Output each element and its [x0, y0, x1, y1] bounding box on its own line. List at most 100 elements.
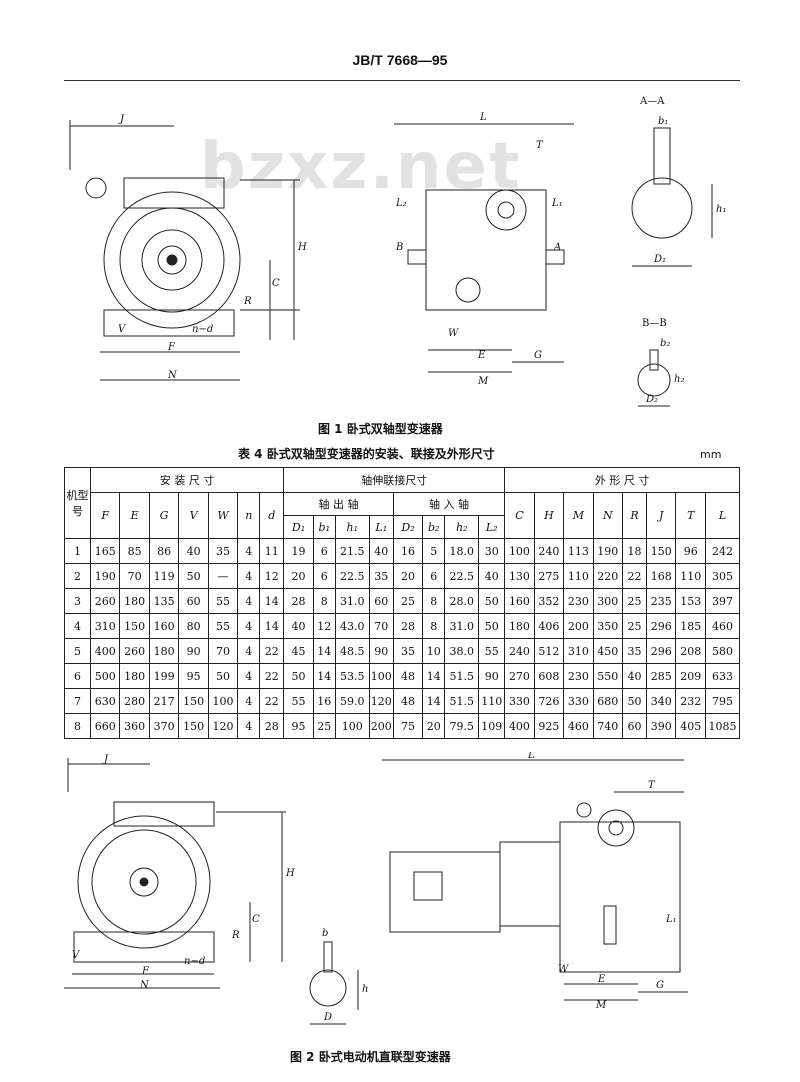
table-cell: 580 [705, 638, 740, 664]
table-cell: 50 [178, 563, 209, 589]
table-cell: 43.0 [334, 613, 370, 639]
fig1-front-view: J H C R V n−d F N [69, 114, 307, 381]
fig2-label-N: N [139, 980, 150, 991]
fig1-section-bb: B—B [642, 318, 667, 329]
th-outline: 外 形 尺 寸 [504, 467, 740, 493]
model-cell: 3 [64, 588, 91, 614]
table-cell: 180 [504, 613, 535, 639]
table-cell: 242 [705, 538, 740, 564]
table-cell: 150 [119, 613, 150, 639]
fig2-side-view: L T L₁ W E G M [382, 752, 688, 1011]
table-cell: 16 [392, 538, 424, 564]
table-cell: 190 [89, 563, 121, 589]
table-cell: 16 [312, 688, 336, 714]
document-header: JB/T 7668—95 [352, 52, 448, 68]
fig2-label-W: W [558, 964, 569, 975]
table-cell: 22.5 [444, 563, 480, 589]
table-cell: 185 [675, 613, 706, 639]
table-cell: 350 [592, 613, 624, 639]
th-J: J [646, 492, 677, 539]
table-cell: 500 [89, 663, 121, 689]
table-cell: 100 [504, 538, 535, 564]
fig1-section-views: A—A b₁ h₁ D₁ B—B b₂ h₂ D₂ [631, 96, 726, 407]
table-cell: 28 [283, 588, 314, 614]
table-cell: 165 [89, 538, 121, 564]
th-D2: D₂ [392, 515, 424, 539]
table-cell: 235 [646, 588, 677, 614]
table-cell: 232 [675, 688, 706, 714]
table-title: 表 4 卧式双轴型变速器的安装、联接及外形尺寸 [238, 447, 495, 461]
model-cell: 6 [64, 663, 91, 689]
fig1-side-view: L T L₂ L₁ B A W E G M [394, 112, 574, 387]
table-cell: 406 [533, 613, 565, 639]
header-rule [64, 80, 740, 81]
fig1-label-V: V [118, 324, 127, 335]
th-install: 安 装 尺 寸 [89, 467, 285, 493]
table-cell: 60 [178, 588, 209, 614]
fig1-caption: 图 1 卧式双轴型变速器 [318, 422, 443, 436]
th-L2: L₂ [478, 515, 506, 539]
table-cell: 60 [368, 588, 394, 614]
table-cell: 22 [259, 663, 285, 689]
th-V: V [178, 492, 209, 539]
table-cell: 726 [533, 688, 565, 714]
table-cell: 8 [422, 588, 446, 614]
table-cell: 90 [178, 638, 209, 664]
table-cell: 51.5 [444, 688, 480, 714]
th-out-shaft: 轴 出 轴 [283, 492, 394, 516]
table-cell: 180 [148, 638, 180, 664]
table-cell: 59.0 [334, 688, 370, 714]
table-cell: 50 [478, 588, 506, 614]
table-cell: 14 [259, 613, 285, 639]
table-cell: 220 [592, 563, 624, 589]
table-cell: 48.5 [334, 638, 370, 664]
table-cell: 22 [259, 688, 285, 714]
table-cell: 200 [563, 613, 594, 639]
table-cell: 25 [622, 588, 648, 614]
table-cell: 14 [422, 688, 446, 714]
th-L1: L₁ [368, 515, 394, 539]
fig2-label-F: F [141, 966, 150, 977]
table-cell: 340 [646, 688, 677, 714]
table-cell: 31.0 [334, 588, 370, 614]
th-F: F [89, 492, 121, 539]
table-cell: 28.0 [444, 588, 480, 614]
table-cell: 275 [533, 563, 565, 589]
table-cell: 8 [422, 613, 446, 639]
fig1-label-h2: h₂ [674, 374, 684, 385]
table-cell: 40 [283, 613, 314, 639]
table-cell: 450 [592, 638, 624, 664]
table-cell: 14 [312, 638, 336, 664]
table-cell: 20 [283, 563, 314, 589]
table-cell: 217 [148, 688, 180, 714]
table-cell: 400 [504, 713, 535, 739]
table-cell: 160 [504, 588, 535, 614]
table-cell: 70 [207, 638, 239, 664]
fig2-shaft-section: b h D [309, 928, 368, 1025]
table-cell: 120 [368, 688, 394, 714]
table-cell: 100 [207, 688, 239, 714]
th-G: G [148, 492, 180, 539]
table-cell: 135 [148, 588, 180, 614]
th-d: d [259, 492, 285, 539]
table-cell: 300 [592, 588, 624, 614]
table-cell: 397 [705, 588, 740, 614]
table-cell: 50 [207, 663, 239, 689]
table-cell: 40 [478, 563, 506, 589]
table-cell: 22 [259, 638, 285, 664]
table-cell: 11 [259, 538, 285, 564]
table-cell: 795 [705, 688, 740, 714]
table-cell: 296 [646, 613, 677, 639]
table-cell: 48 [392, 688, 424, 714]
table-cell: 30 [478, 538, 506, 564]
table-cell: 230 [563, 588, 594, 614]
table-cell: 460 [705, 613, 740, 639]
table-cell: 680 [592, 688, 624, 714]
table-cell: 660 [89, 713, 121, 739]
th-h2: h₂ [444, 515, 480, 539]
fig1-label-H: H [297, 242, 307, 253]
th-n: n [237, 492, 261, 539]
